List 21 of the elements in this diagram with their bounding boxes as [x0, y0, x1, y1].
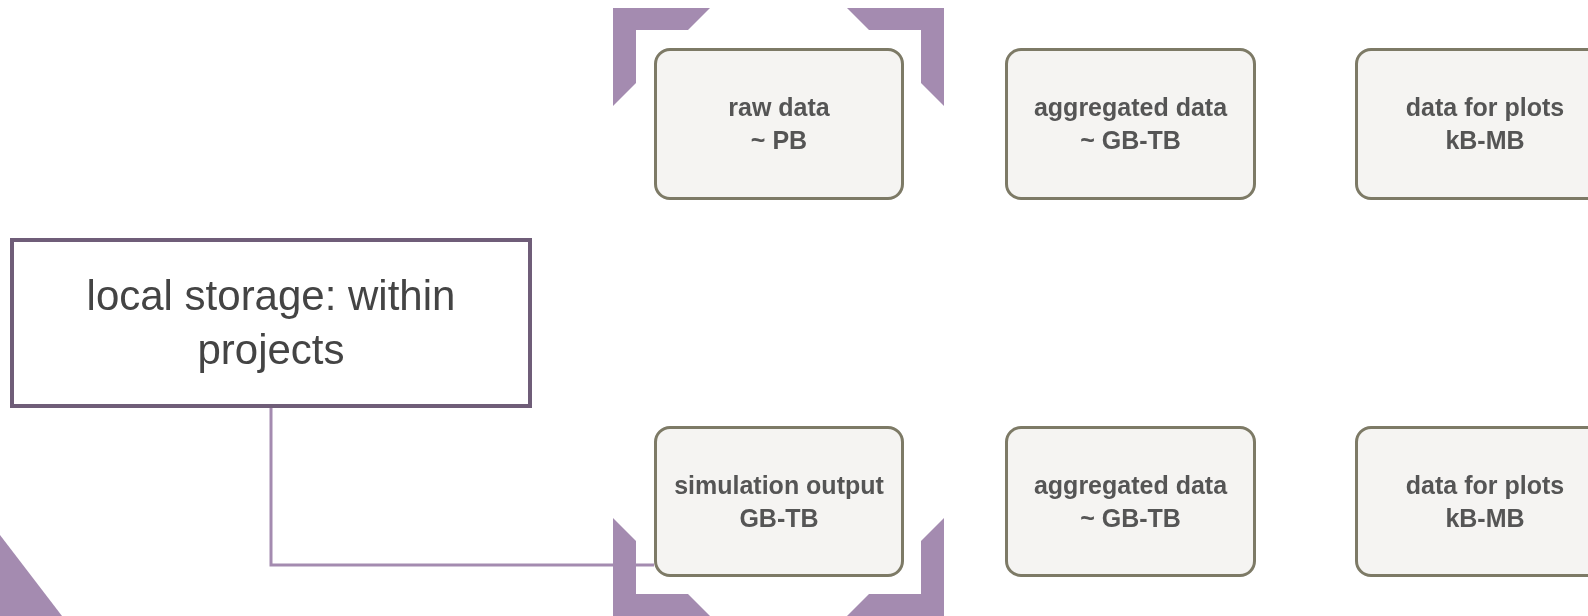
data-label: raw data — [727, 92, 831, 123]
size-label: ~ GB-TB — [1079, 125, 1182, 156]
data-box — [1355, 426, 1588, 577]
leader-line — [269, 408, 654, 567]
data-label: aggregated data — [1032, 92, 1229, 123]
size-label: kB-MB — [1444, 125, 1526, 156]
storage-box — [10, 238, 532, 408]
data-box — [654, 426, 904, 577]
data-label: data for plots — [1404, 92, 1566, 123]
box-label: local storage: within projects — [85, 271, 457, 375]
size-label: GB-TB — [738, 502, 820, 534]
data-box — [1355, 48, 1588, 200]
size-label: ~ PB — [749, 125, 809, 156]
data-label: data for plots — [1404, 469, 1566, 501]
data-label: aggregated data — [1032, 469, 1229, 501]
data-box — [654, 48, 904, 200]
data-box — [1005, 48, 1256, 200]
data-box — [1005, 426, 1256, 577]
size-label: ~ GB-TB — [1079, 502, 1182, 534]
data-label: simulation output — [674, 469, 884, 501]
size-label: kB-MB — [1444, 502, 1526, 534]
